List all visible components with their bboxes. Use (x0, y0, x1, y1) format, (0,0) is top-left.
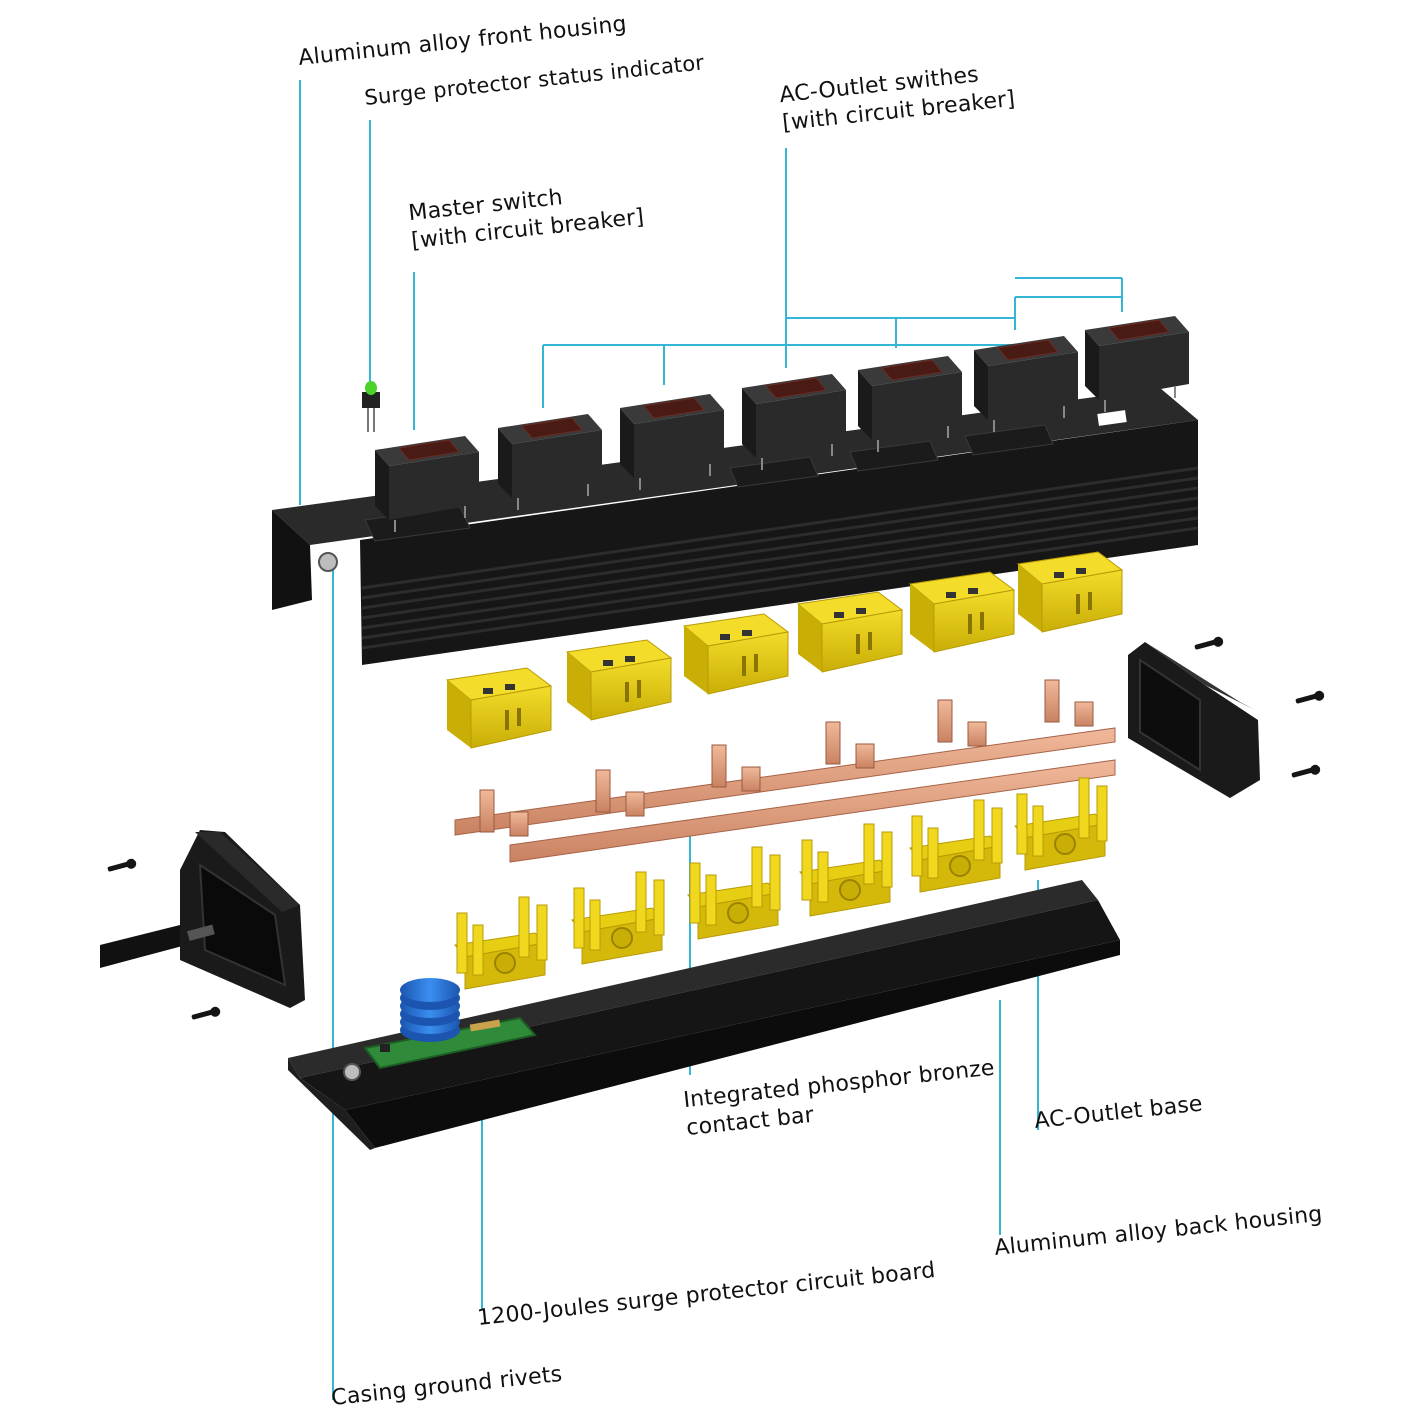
outlet-base (571, 871, 665, 965)
contact-prongs (479, 679, 1094, 837)
surge-circuit-board (363, 978, 537, 1070)
front-housing (272, 388, 1199, 665)
prong (595, 769, 645, 817)
mov-stack (400, 978, 460, 1042)
prong (1044, 679, 1094, 727)
ac-outlet (796, 591, 904, 673)
right-end-cap (1128, 642, 1260, 798)
outlet-switch (858, 356, 962, 452)
leader-outlet-switches (542, 148, 1123, 408)
ac-outlet (908, 571, 1016, 653)
master-switch (375, 436, 479, 532)
ac-outlets (445, 551, 1124, 749)
left-end-cap (100, 830, 305, 1008)
outlet-switch (742, 374, 846, 470)
status-led (362, 381, 380, 432)
contact-bar (454, 679, 1116, 863)
ac-outlet (682, 613, 790, 695)
prong (937, 699, 987, 747)
ground-rivet (318, 552, 338, 572)
outlet-base (1014, 777, 1108, 871)
outlet-switch (974, 336, 1078, 432)
outlet-switch (498, 414, 602, 510)
ac-outlet (565, 639, 673, 721)
ground-rivet-back (343, 1063, 361, 1081)
outlet-bases (454, 777, 1108, 990)
outlet-base (799, 823, 893, 917)
prong (825, 721, 875, 769)
ac-outlet (445, 667, 553, 749)
outlet-switch (620, 394, 724, 490)
outlet-base (687, 846, 781, 940)
outlet-base (454, 896, 548, 990)
leader-lines (299, 80, 1123, 1400)
prong (479, 789, 529, 837)
screws (107, 636, 1325, 1020)
ac-outlet (1016, 551, 1124, 633)
outlet-switch (1085, 316, 1189, 412)
outlet-base (909, 799, 1003, 893)
prong (711, 744, 761, 792)
rocker-switches (375, 316, 1189, 532)
